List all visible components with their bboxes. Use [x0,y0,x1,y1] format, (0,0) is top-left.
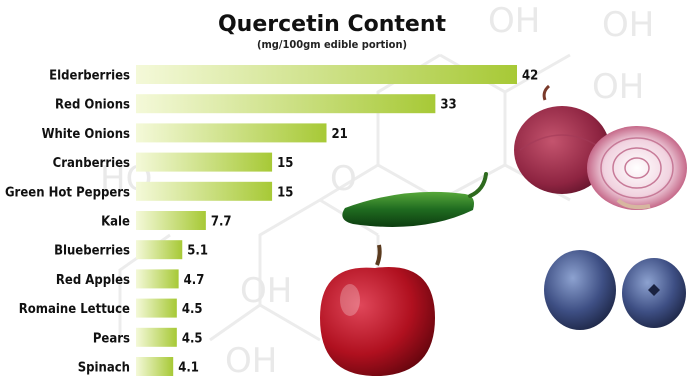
bar-3 [136,152,273,172]
value-label-0: 42 [522,69,538,84]
chart-title: Quercetin Content [218,12,446,37]
category-label-10: Spinach [78,361,130,376]
green-pepper-illustration [342,172,488,227]
watermark-text-3: OH [240,271,292,311]
value-label-3: 15 [277,156,293,171]
red-onion-illustration [514,84,687,210]
bar-7 [136,269,179,289]
value-label-1: 33 [440,98,456,113]
blueberries-illustration [544,250,686,330]
category-label-5: Kale [101,215,130,230]
chart-subtitle: (mg/100gm edible portion) [257,38,407,51]
category-label-9: Pears [93,331,130,346]
category-label-1: Red Onions [55,98,130,113]
value-label-8: 4.5 [182,302,203,317]
category-label-2: White Onions [42,127,130,142]
category-label-7: Red Apples [56,273,130,288]
red-apple-illustration [320,244,435,376]
value-label-9: 4.5 [182,331,203,346]
bar-9 [136,327,177,347]
watermark-text-1: OH [592,67,644,107]
bars [136,65,517,376]
bar-0 [136,65,517,84]
watermark-text-0: OH [488,1,540,41]
bar-8 [136,298,177,318]
category-label-4: Green Hot Peppers [5,185,130,200]
bar-1 [136,94,436,114]
watermark-text-6: OH [225,341,277,376]
value-label-7: 4.7 [184,273,205,288]
value-label-6: 5.1 [187,244,208,259]
value-labels: 42 33 21 15 15 7.75.1 4.7 4.5 4.5 4.1 [178,69,538,376]
watermark-text-2: OH [602,5,654,45]
bar-6 [136,240,183,260]
bar-4 [136,181,273,201]
bar-5 [136,211,206,230]
watermark-text-4: O [330,159,357,199]
category-label-8: Romaine Lettuce [19,302,130,317]
bar-2 [136,123,327,143]
category-label-3: Cranberries [53,156,130,171]
category-label-6: Blueberries [54,244,130,259]
value-label-2: 21 [332,127,348,142]
bar-10 [136,357,174,376]
category-label-0: Elderberries [49,69,130,84]
value-label-4: 15 [277,185,293,200]
value-label-5: 7.7 [211,215,232,230]
value-label-10: 4.1 [178,361,199,376]
